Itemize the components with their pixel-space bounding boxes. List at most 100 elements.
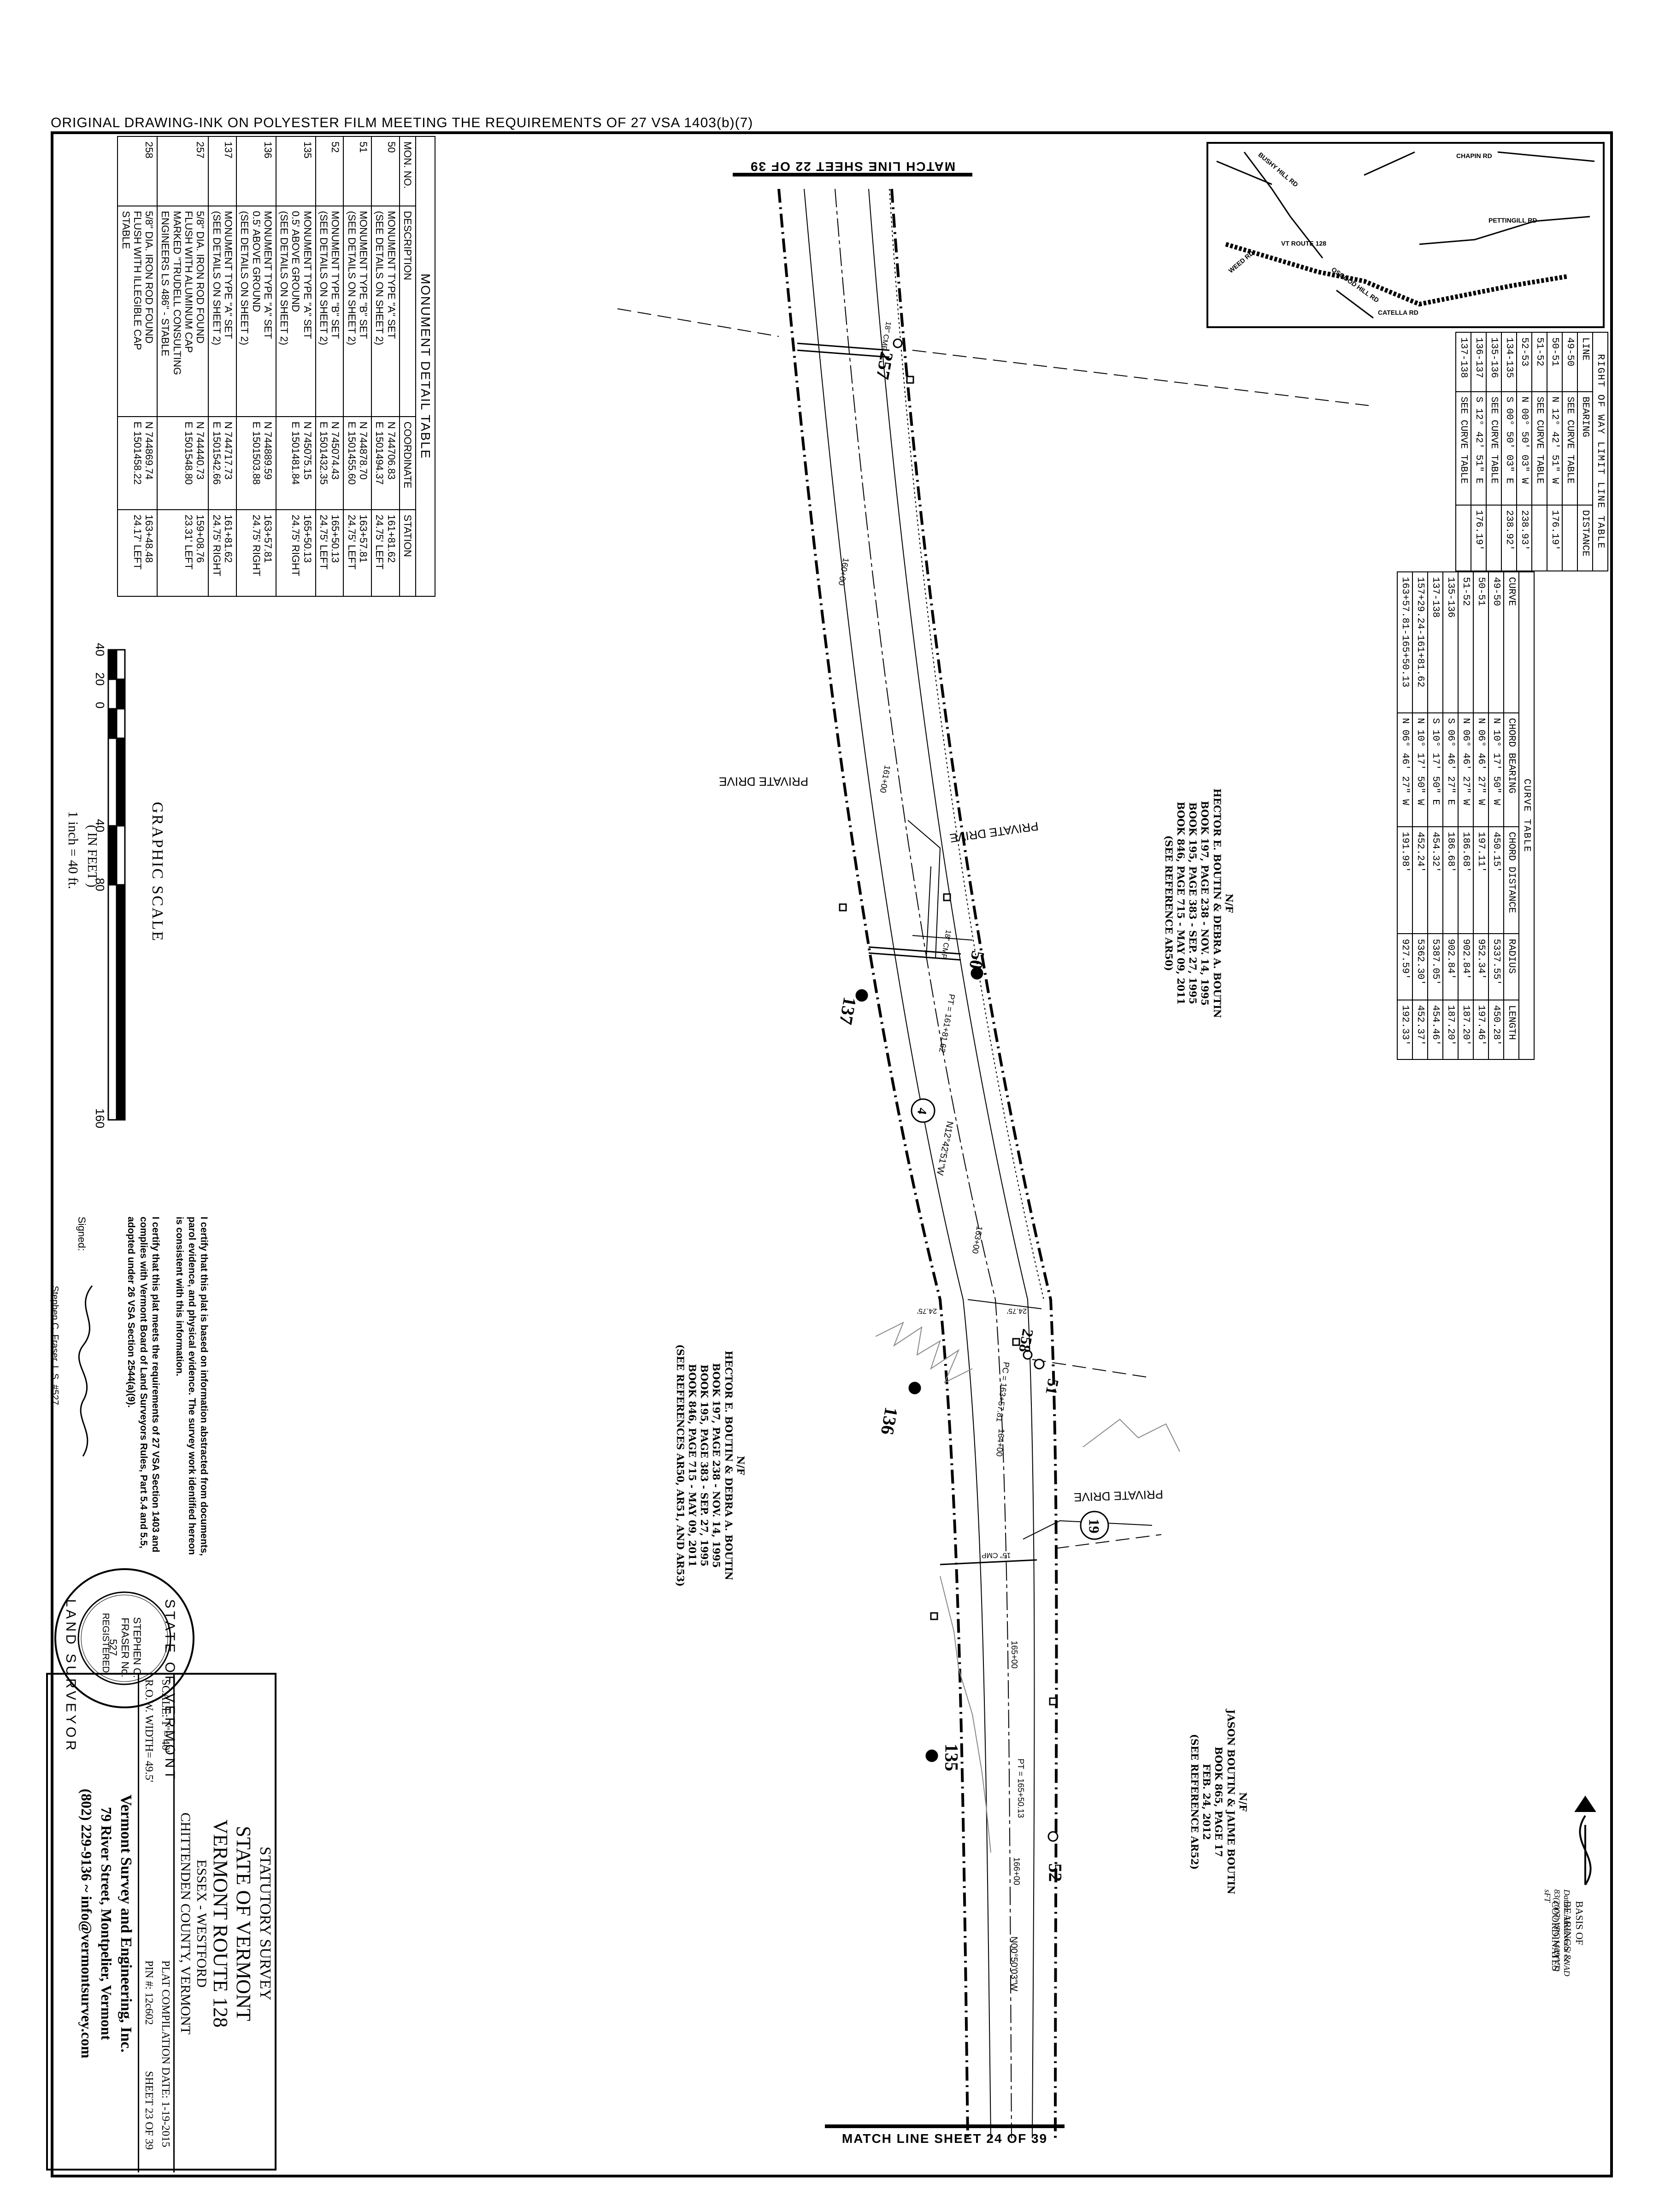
drawing-frame xyxy=(51,131,1613,2177)
tb-line1: STATUTORY SURVEY xyxy=(257,1847,274,2000)
curve-cell: 454.46' xyxy=(1428,1000,1443,1059)
culverts xyxy=(797,342,1037,1565)
mon-136-symbol xyxy=(908,1382,921,1394)
row-cell: 50-51 xyxy=(1547,332,1562,392)
mon-label-52: 52 xyxy=(1045,1863,1066,1882)
mdt-header-desc: DESCRIPTION xyxy=(399,206,416,417)
map-route-label: VT ROUTE 128 xyxy=(1281,240,1327,247)
surveyor-seal xyxy=(54,1568,194,1708)
curve-cell: 5387.05' xyxy=(1428,934,1443,1000)
mdt-cell: N 744440.73 E 1501548.80 xyxy=(157,416,209,510)
mdt-cell: MONUMENT TYPE "A" SET 0.5' ABOVE GROUND … xyxy=(236,206,276,417)
row-table-title: RIGHT OF WAY LIMIT LINE TABLE xyxy=(1593,332,1608,571)
mdt-cell: N 744706.83 E 1501494.37 xyxy=(371,416,400,510)
curve-cell: 902.84' xyxy=(1443,934,1458,1000)
mdt-cell: N 744878.70 E 1501455.60 xyxy=(343,416,371,510)
north-arrow-icon xyxy=(1574,1795,1596,1886)
scale-tick: 40 xyxy=(93,643,107,656)
mdt-cell: 258 xyxy=(118,136,158,206)
mdt-cell: 5/8" DIA. IRON ROD FOUND FLUSH WITH ALUM… xyxy=(157,206,209,417)
curve-header: CHORD BEARING xyxy=(1504,713,1519,827)
graphic-scale-ratio: 1 inch = 40 ft. xyxy=(65,811,81,889)
header-note: ORIGINAL DRAWING-INK ON POLYESTER FILM M… xyxy=(51,115,753,130)
utility-poles xyxy=(839,376,1057,1706)
curve-cell: N 10° 17' 50" W xyxy=(1412,713,1428,827)
curve-cell: 452.24' xyxy=(1412,826,1428,934)
mdt-cell: 257 xyxy=(157,136,209,206)
curve-cell: S 06° 46' 27" E xyxy=(1443,713,1458,827)
curve-cell: 197.11' xyxy=(1473,826,1488,934)
row-header-distance: DISTANCE xyxy=(1577,505,1593,571)
title-block: STATUTORY SURVEY STATE OF VERMONT VERMON… xyxy=(46,1673,276,2172)
row-header-line: LINE xyxy=(1577,332,1593,392)
parcel-label-19: 19 xyxy=(1086,1518,1103,1534)
mon-label-51: 51 xyxy=(1042,1377,1062,1396)
mon-label-135: 135 xyxy=(941,1743,962,1771)
row-cell: 52-53 xyxy=(1517,332,1532,392)
curve-cell: N 06° 46' 27" W xyxy=(1458,713,1473,827)
mon-258-symbol xyxy=(1023,1350,1033,1360)
curve-header: CURVE xyxy=(1504,572,1519,713)
scale-tick: 160 xyxy=(93,1108,107,1129)
row-cell: 176.19' xyxy=(1547,505,1562,571)
row-cell: 49-50 xyxy=(1562,332,1577,392)
graphic-scale-unit: ( IN FEET ) xyxy=(85,825,99,888)
tb-scale: SCALE: 1"= 40' xyxy=(159,1679,171,1753)
mdt-cell: 163+48.48 24.17' LEFT xyxy=(118,509,158,596)
row-cell: 238.93' xyxy=(1517,505,1532,571)
mdt-cell: 135 xyxy=(276,136,316,206)
monument-table-title: MONUMENT DETAIL TABLE xyxy=(415,136,435,596)
row-cell: 134-135 xyxy=(1501,332,1517,392)
mdt-cell: 165+50.13 24.75' RIGHT xyxy=(276,509,316,596)
mdt-cell: 161+81.62 24.75' RIGHT xyxy=(208,509,236,596)
centerline xyxy=(835,188,1012,2139)
station-166: 166+00 xyxy=(1012,1857,1021,1885)
mdt-cell: N 744889.59 E 1501503.88 xyxy=(236,416,276,510)
curve-cell: N 10° 17' 50" W xyxy=(1488,713,1504,827)
edge-of-road-1 xyxy=(804,188,991,2139)
private-drive-label-1: PRIVATE DRIVE xyxy=(719,775,809,788)
mon-257-symbol xyxy=(893,338,903,348)
mdt-cell: MONUMENT TYPE "A" SET 0.5' ABOVE GROUND … xyxy=(276,206,316,417)
curve-cell: 452.37' xyxy=(1412,1000,1428,1059)
location-map-roads xyxy=(1216,151,1595,319)
row-cell: SEE CURVE TABLE xyxy=(1456,391,1471,505)
graphic-scale-bar xyxy=(107,649,126,1121)
parcel-4-marker xyxy=(911,1098,935,1123)
tb-pin: PIN #: 12c602 xyxy=(143,1960,155,2025)
curve-cell: 952.34' xyxy=(1473,934,1488,1000)
mdt-cell: MONUMENT TYPE "A" SET (SEE DETAILS ON SH… xyxy=(208,206,236,417)
parcel-19-marker xyxy=(1080,1511,1109,1540)
owner-label-a: N/F HECTOR E. BOUTIN & DEBRA A. BOUTIN B… xyxy=(1163,788,1235,1018)
seal-registered: REGISTERED xyxy=(100,1613,111,1673)
property-lines xyxy=(617,308,1369,1549)
basis-line-2: Datum: Horizontal - NAD 83(2007) VPC 140… xyxy=(1543,1889,1571,1977)
mon-135-symbol xyxy=(925,1749,938,1762)
row-cell: 238.92' xyxy=(1501,505,1517,571)
curve-cell: 191.98' xyxy=(1397,826,1412,934)
bearing-label-2: N00°50'03"W xyxy=(1008,1936,1019,1991)
curve-cell: 137-138 xyxy=(1428,572,1443,713)
mdt-cell: 159+08.76 23.31' LEFT xyxy=(157,509,209,596)
row-cell: N 12° 42' 51" W xyxy=(1547,391,1562,505)
tb-sheet: SHEET 23 OF 39 xyxy=(143,2071,155,2150)
mdt-cell: 163+57.81 24.75' LEFT xyxy=(343,509,371,596)
curve-table-title: CURVE TABLE xyxy=(1519,572,1534,1059)
certification-text: I certify that this plat is based on inf… xyxy=(126,1217,210,1556)
curve-cell: 186.68' xyxy=(1443,826,1458,934)
row-cell: SEE CURVE TABLE xyxy=(1562,391,1577,505)
curve-header: CHORD DISTANCE xyxy=(1504,826,1519,934)
tb-line2: STATE OF VERMONT xyxy=(232,1826,255,2021)
